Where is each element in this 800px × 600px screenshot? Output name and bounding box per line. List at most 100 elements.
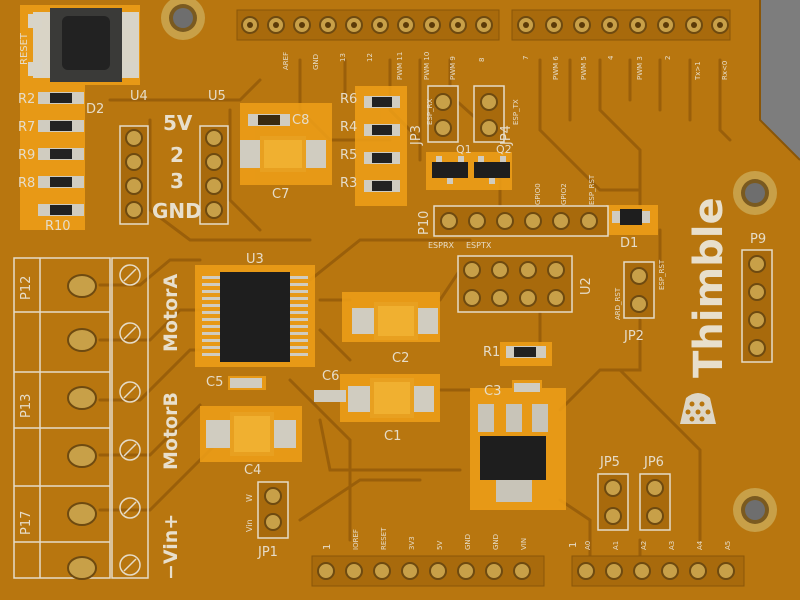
gpio0-label: GPIO0 [534,183,542,205]
svg-text:R4: R4 [340,120,357,135]
jumper-label-jp4: JP4 [499,125,514,146]
svg-text:3V3: 3V3 [408,536,416,550]
jumper-label-jp3: JP3 [409,125,424,146]
brand-logo-text: Thimble [686,197,732,378]
cap-label-c5: C5 [206,375,223,390]
svg-text:PWM 5: PWM 5 [580,56,588,80]
gpio2-label: GPIO2 [560,183,568,205]
ard-rst-label: ARD_RST [614,287,622,320]
jumper-label-jp1: JP1 [257,545,278,560]
svg-text:7: 7 [522,56,530,60]
diode-d1 [612,209,650,225]
reset-button [28,8,139,82]
svg-text:R8: R8 [18,176,35,191]
cap-label-c7: C7 [272,187,289,202]
mounting-holes [161,0,777,532]
resistor-labels-right: R6 R4 R5 R3 [340,92,357,191]
svg-text:Rx<0: Rx<0 [721,61,729,80]
svg-text:R3: R3 [340,176,357,191]
svg-text:A2: A2 [640,541,648,550]
jumper-label-jp6: JP6 [643,455,664,470]
svg-text:PWM 6: PWM 6 [552,56,560,80]
motor-b-label: MotorB [160,392,182,470]
bottom-header-right [571,555,745,587]
motor-a-label: MotorA [160,274,182,352]
svg-text:PWM 10: PWM 10 [423,52,431,80]
svg-text:R2: R2 [18,92,35,107]
svg-text:8: 8 [478,58,486,62]
header-p9 [741,249,773,363]
bottom-header-left-labels: 1 IOREF RESET 3V3 5V GND GND VIN [322,527,528,550]
esptx-label: ESPTX [466,241,492,250]
capacitor-c1 [348,378,434,418]
resistor-column-right [364,96,400,192]
voltage-regulator [478,404,548,502]
svg-text:A4: A4 [696,540,704,550]
esprst-label: ESP_RST [588,174,596,205]
chip-label-u3: U3 [246,252,264,267]
esp-rx-label: ESP_RX [426,99,434,125]
header-label-p9: P9 [750,232,766,247]
jumper-label-jp2: JP2 [623,329,644,344]
capacitor-c3 [514,383,540,392]
cap-label-c6: C6 [322,369,339,384]
cap-label-c4: C4 [244,463,261,478]
chip-label-u2: U2 [579,277,594,295]
terminal-blocks [13,257,149,580]
header-label-p13: P13 [19,394,34,418]
bottom-header-right-labels: A0 A1 A2 A3 A4 A5 [584,540,732,550]
transistors [432,156,510,184]
jumper-jp2 [623,261,655,319]
resistor-column [38,92,84,216]
svg-text:A5: A5 [724,541,732,550]
capacitor-c6 [314,390,346,402]
svg-text:A1: A1 [612,541,620,550]
cap-label-c1: C1 [384,429,401,444]
jumper-jp3-jp4 [427,85,505,143]
bottom-header-left [311,555,545,587]
resistor-r1 [506,346,546,358]
jumper-jp5-jp6 [597,473,671,531]
thimble-logo-icon [680,393,716,424]
svg-text:4: 4 [607,55,615,60]
chip-label-u5: U5 [208,89,226,104]
svg-text:A3: A3 [668,541,676,550]
svg-text:3: 3 [170,169,184,193]
header-label-p10: P10 [417,211,432,235]
svg-text:GND: GND [312,54,320,70]
capacitor-c8 [248,114,290,126]
header-label-p17: P17 [19,511,34,535]
capacitor-c2 [352,302,438,340]
transistor-label-q1: Q1 [456,143,472,156]
reset-label: RESET [19,32,30,65]
top-header-left-labels: AREF GND 13 12 PWM 11 PWM 10 PWM 9 8 [282,52,486,80]
header-label-p12: P12 [19,276,34,300]
top-header-left [236,9,500,41]
svg-text:GND: GND [464,534,472,550]
pin1-right-label: 1 [568,542,579,548]
jumper-label-jp5: JP5 [599,455,620,470]
svg-text:RESET: RESET [380,527,388,550]
svg-text:R10: R10 [45,219,71,234]
capacitor-c4 [206,412,296,456]
svg-text:R5: R5 [340,148,357,163]
svg-text:5V: 5V [163,111,193,135]
svg-text:R7: R7 [18,120,35,135]
chip-label-u4: U4 [130,89,148,104]
transistor-label-q2: Q2 [496,143,512,156]
esp-rst-label: ESP_RST [658,259,666,290]
power-labels: 5V 2 3 GND [152,111,202,223]
w-label: W [245,494,254,502]
resistor-labels-left: R2 R7 R9 R8 R10 [18,92,71,234]
svg-text:2: 2 [664,56,672,60]
svg-text:12: 12 [366,53,374,62]
u4-header [119,125,149,225]
top-header-right [511,9,731,41]
svg-text:AREF: AREF [282,52,290,70]
diode-label-d2: D2 [86,102,104,117]
capacitor-c7 [240,136,326,172]
top-header-right-labels: 7 PWM 6 PWM 5 4 PWM 3 2 Tx>1 Rx<0 [522,55,729,81]
svg-text:Tx>1: Tx>1 [694,61,702,81]
svg-text:PWM 11: PWM 11 [396,52,404,80]
